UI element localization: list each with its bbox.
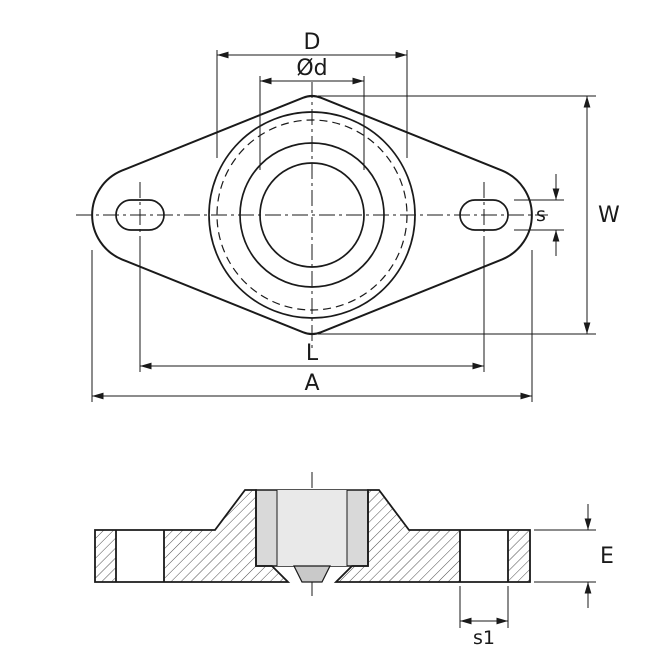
bore-circle bbox=[259, 162, 365, 268]
dim-E-label: E bbox=[600, 544, 614, 569]
boss-outer-circle bbox=[208, 111, 416, 319]
housing-inner-circle bbox=[239, 142, 385, 288]
housing-section-right bbox=[333, 489, 531, 583]
dim-bore-label: Ød bbox=[296, 56, 327, 81]
dim-L: L bbox=[139, 247, 485, 372]
spigot-dashed-circle bbox=[216, 119, 408, 311]
housing-section-left bbox=[94, 489, 291, 583]
dim-s1: s1 bbox=[459, 586, 509, 649]
dim-D: D bbox=[216, 30, 408, 158]
dim-E: E bbox=[534, 504, 614, 608]
flange-outline bbox=[91, 95, 533, 335]
top-view: D Ød s W L bbox=[76, 30, 620, 402]
dim-bore: Ød bbox=[259, 56, 365, 170]
bore-section-fill bbox=[277, 490, 347, 566]
dim-s: s bbox=[514, 174, 564, 256]
section-view: E s1 bbox=[94, 472, 614, 649]
dim-D-label: D bbox=[304, 30, 321, 55]
dim-W-label: W bbox=[598, 203, 620, 228]
dim-s1-label: s1 bbox=[473, 627, 495, 649]
dim-A-label: A bbox=[304, 371, 319, 396]
dim-W: W bbox=[318, 95, 620, 335]
dim-s-label: s bbox=[536, 204, 546, 226]
dim-L-label: L bbox=[306, 341, 319, 366]
bolt-slot-left bbox=[115, 199, 165, 231]
dim-A: A bbox=[91, 250, 533, 402]
inner-ring-collar bbox=[293, 565, 331, 583]
bolt-slot-right bbox=[459, 199, 509, 231]
